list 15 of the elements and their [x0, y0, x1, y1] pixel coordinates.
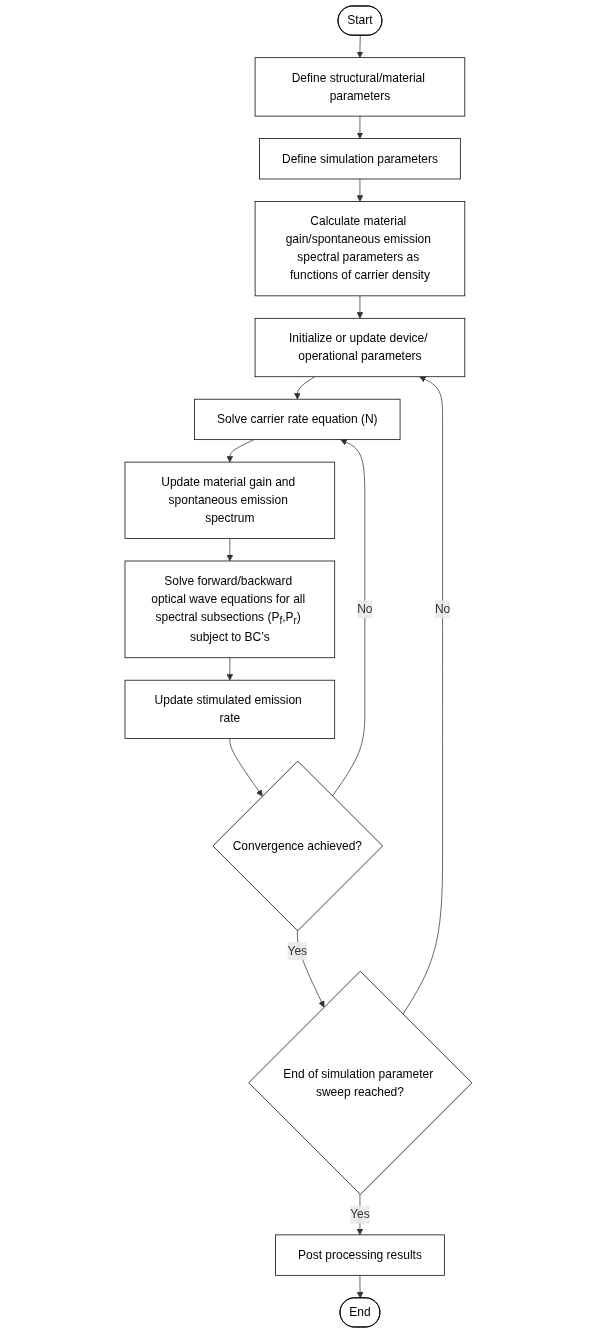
edge-label: Yes [350, 1207, 370, 1221]
node-box: Calculate material gain/spontaneous emission spectral parameters as functions of carrier density [254, 201, 466, 297]
node-box: Update material gain and spontaneous emission spectrum [124, 461, 336, 539]
node-box: Define simulation parameters [259, 138, 461, 180]
node-diamond: End of simulation parameter sweep reached? [248, 970, 473, 1195]
node-box: Update stimulated emission rate [124, 679, 336, 739]
node-box: Solve carrier rate equation (N) [194, 398, 401, 441]
node-box: Solve forward/backward optical wave equations for all spectral subsections (P$_{f}$,P$_{r}$) subject to BC’s [124, 560, 336, 659]
edge-label: No [434, 602, 451, 616]
node-box: Define structural/material parameters [254, 57, 466, 117]
node-box: Initialize or update device/ operational parameters [254, 317, 466, 378]
edge-label: Yes [287, 944, 308, 957]
node-box: Post processing results [275, 1234, 445, 1276]
node-diamond: Convergence achieved? [212, 760, 383, 932]
edge-label: No [357, 602, 373, 616]
